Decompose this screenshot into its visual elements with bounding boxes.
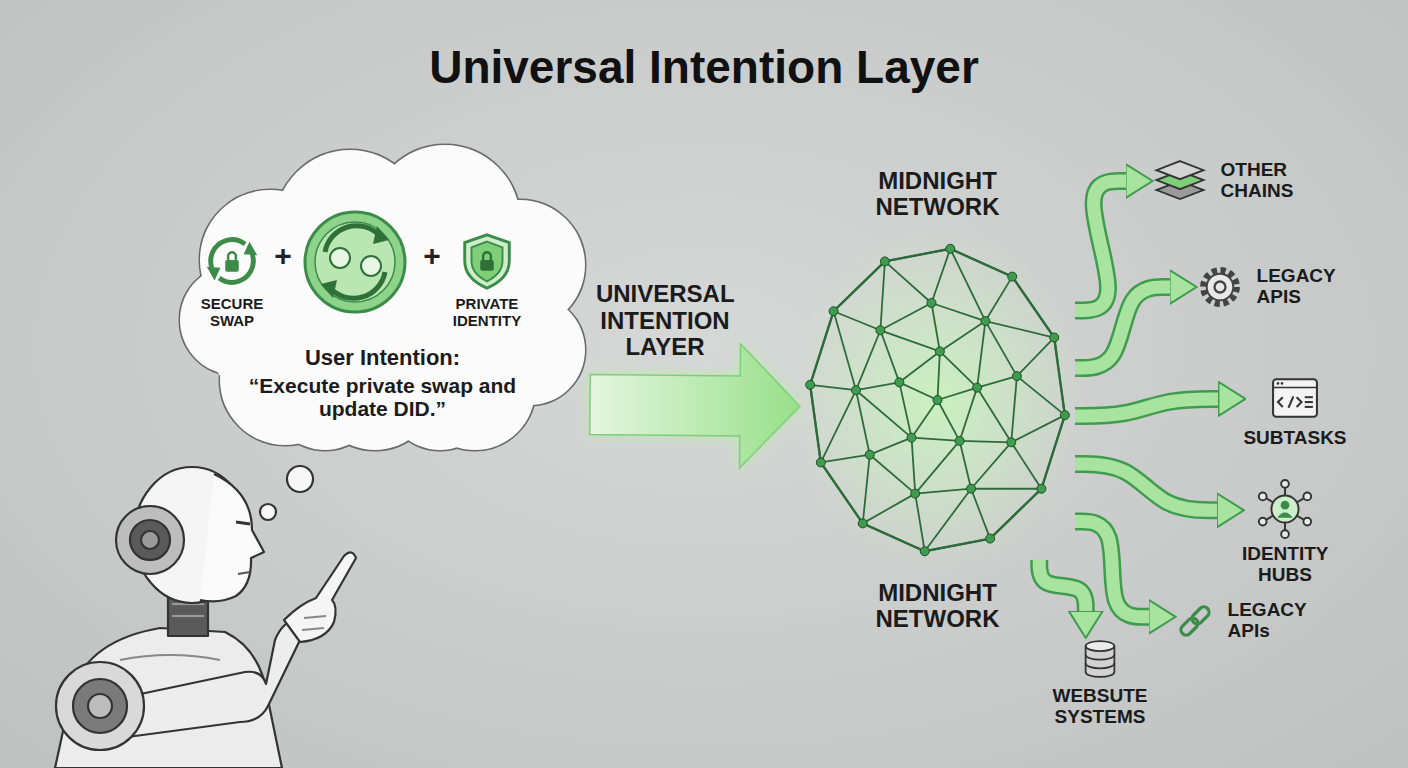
network-heading: MIDNIGHT NETWORK	[876, 168, 1000, 221]
flow-arrow	[1075, 287, 1171, 368]
arrow-body	[1075, 399, 1219, 416]
flow-arrow	[1075, 464, 1218, 510]
node-icon	[456, 230, 518, 292]
layers-icon	[1151, 152, 1209, 210]
node-label: OTHER CHAINS	[1221, 160, 1294, 202]
diagram-title: Universal Intention Layer	[429, 42, 979, 93]
thought-bubble	[260, 504, 276, 520]
arrow-outline	[1075, 399, 1219, 416]
node-icon	[1195, 262, 1245, 312]
robot-shoulder	[56, 662, 144, 750]
intention-arrow	[590, 344, 800, 468]
plus-sign: +	[423, 239, 441, 272]
network-heading: MIDNIGHT NETWORK	[876, 580, 1000, 633]
arrow-body	[1075, 464, 1218, 510]
code-window-icon	[1269, 372, 1321, 424]
node-label: PRIVATE IDENTITY	[453, 296, 521, 329]
intention-quote: “Execute private swap and update DID.”	[235, 374, 531, 420]
node-label: SUBTASKS	[1243, 428, 1346, 449]
swap-icon	[201, 230, 263, 292]
node-label: LEGACY APIs	[1228, 600, 1307, 642]
node-icon	[1151, 152, 1209, 210]
arrow-glow	[590, 344, 800, 468]
node-icon	[1269, 372, 1321, 424]
arrow-outline	[1039, 560, 1086, 612]
identity-hub-icon	[1254, 478, 1316, 540]
flow-arrow	[1075, 181, 1127, 310]
target-node: LEGACY APIs	[1174, 600, 1307, 642]
node-label: IDENTITY HUBS	[1242, 544, 1328, 586]
node-icon	[1077, 636, 1123, 682]
target-node: OTHER CHAINS	[1151, 152, 1294, 210]
robot	[55, 466, 356, 768]
shield-icon	[456, 230, 518, 292]
edge-label: UNIVERSAL INTENTION LAYER	[596, 281, 734, 360]
arrow-body	[1075, 181, 1127, 310]
intention-text: User Intention: “Execute private swap and…	[175, 346, 590, 420]
title-bar: Universal Intention Layer	[0, 42, 1408, 93]
arrow-outline	[1075, 287, 1171, 368]
robot-face	[200, 474, 264, 601]
gear-icon	[1195, 262, 1245, 312]
node-label: LEGACY APIS	[1257, 266, 1336, 308]
robot-hand	[284, 552, 356, 642]
thought-bubble	[287, 466, 313, 492]
arrow-outline	[1075, 181, 1127, 310]
arrow-body	[1075, 287, 1171, 368]
robot-headphone	[116, 506, 184, 574]
node-icon	[1174, 600, 1216, 642]
icon-node: PRIVATE IDENTITY	[453, 230, 521, 329]
swap-emblem	[305, 212, 405, 312]
node-icon	[1254, 478, 1316, 540]
chain-link-icon	[1174, 600, 1216, 642]
node-label: SECURE SWAP	[201, 296, 264, 329]
plus-sign: +	[274, 239, 292, 272]
target-node: SUBTASKS	[1243, 372, 1346, 449]
arrow-body	[590, 344, 800, 468]
thought-cloud: User Intention: “Execute private swap and…	[175, 140, 590, 455]
flow-arrow	[1039, 560, 1086, 612]
arrow-outline	[1075, 464, 1218, 510]
node-icon	[201, 230, 263, 292]
target-node: IDENTITY HUBS	[1242, 478, 1328, 586]
node-label: WEBSUTE SYSTEMS	[1053, 686, 1148, 728]
icon-node: SECURE SWAP	[201, 230, 264, 329]
network-mesh: MIDNIGHT NETWORKMIDNIGHT NETWORK	[800, 240, 1075, 560]
target-node: LEGACY APIS	[1195, 262, 1336, 312]
arrow-body	[1039, 560, 1086, 612]
target-node: WEBSUTE SYSTEMS	[1053, 636, 1148, 728]
network-polyhedron	[800, 240, 1075, 560]
intention-heading: User Intention:	[175, 346, 590, 370]
database-icon	[1077, 636, 1123, 682]
flow-arrow	[1075, 399, 1219, 416]
